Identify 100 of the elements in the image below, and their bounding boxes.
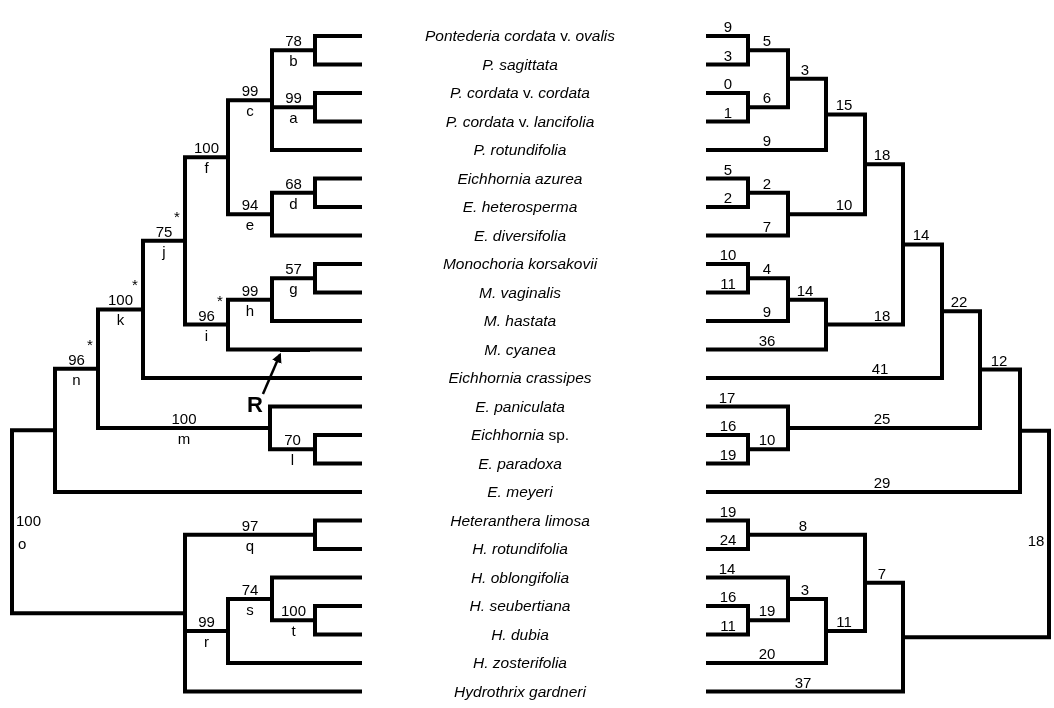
branch-length: 19: [758, 603, 776, 619]
branch-length: 10: [835, 197, 853, 213]
support-value: 78: [285, 33, 302, 49]
branch-length: 24: [719, 532, 737, 547]
clade-letter: n: [72, 371, 81, 387]
branch-length: 25: [873, 410, 891, 426]
taxon-name: Eichhornia azurea: [457, 170, 583, 185]
clade-letter: m: [177, 430, 191, 446]
taxon-name: M. cyanea: [484, 341, 556, 356]
support-value: 99: [285, 90, 302, 106]
branch-length: 18: [1027, 532, 1045, 548]
branch-length: 18: [873, 307, 891, 323]
taxon-name: P. cordata v. lancifolia: [445, 113, 595, 128]
branch-length: 10: [719, 247, 737, 262]
clade-letter: r: [204, 633, 209, 649]
branch-length: 7: [762, 218, 772, 234]
branch-length: 18: [873, 147, 891, 163]
taxon-name: H. rotundifolia: [472, 540, 568, 556]
taxon-name: E. paradoxa: [478, 455, 562, 470]
branch-length: 4: [762, 261, 772, 277]
support-value: 96: [198, 307, 215, 323]
branch-length: 6: [762, 90, 772, 106]
support-value: 70: [284, 432, 301, 448]
taxon-name: Eichhornia crassipes: [448, 369, 592, 385]
branch-length: 37: [794, 674, 812, 690]
branch-length: 3: [723, 47, 733, 63]
branch-length: 20: [758, 646, 776, 661]
clade-letter: s: [246, 601, 254, 617]
branch-length: 11: [836, 613, 852, 629]
taxon-name: M. hastata: [483, 312, 557, 328]
taxon-name: Eichhornia sp.: [470, 426, 570, 442]
taxon-name: P. cordata v. cordata: [450, 84, 590, 100]
branch-length: 10: [758, 432, 776, 448]
asterisk: *: [174, 208, 180, 224]
branch-length: 14: [718, 560, 736, 576]
support-value: 57: [285, 261, 302, 277]
support-value: 68: [285, 175, 302, 191]
taxon-name: E. meyeri: [487, 483, 553, 499]
taxon-name: H. dubia: [491, 626, 549, 641]
taxon-name: P. rotundifolia: [473, 141, 567, 157]
branch-length: 16: [719, 418, 737, 433]
branch-length: 9: [762, 133, 772, 148]
taxon-name: H. oblongifolia: [470, 569, 570, 584]
clade-letter: q: [245, 537, 255, 553]
branch-length: 17: [718, 389, 736, 405]
branch-length: 22: [950, 294, 968, 310]
clade-letter: o: [18, 535, 27, 551]
clade-letter: b: [289, 53, 298, 69]
asterisk: *: [217, 292, 223, 308]
branch-length: 2: [762, 175, 772, 191]
taxon-name: H. seubertiana: [469, 597, 571, 613]
marker-letter: R: [247, 394, 263, 416]
branch-length: 19: [719, 503, 737, 519]
support-value: 94: [241, 197, 259, 213]
branch-length: 29: [873, 475, 891, 490]
clade-letter: a: [289, 110, 298, 126]
branch-length: 9: [762, 304, 772, 319]
taxon-name: Pontederia cordata v. ovalis: [424, 27, 616, 43]
support-value: 99: [241, 83, 259, 99]
support-value: 100: [194, 140, 219, 156]
taxon-name: E. diversifolia: [473, 227, 567, 242]
clade-letter: d: [289, 195, 298, 211]
branch-length: 0: [723, 76, 733, 91]
taxon-name: Hydrothrix gardneri: [454, 683, 586, 698]
branch-length: 1: [723, 104, 733, 120]
branch-length: 14: [796, 282, 814, 298]
branch-length: 11: [720, 275, 736, 291]
support-value: 100: [16, 512, 42, 528]
branch-length: 7: [877, 565, 887, 581]
clade-letter: c: [246, 103, 254, 119]
taxon-name: E. paniculata: [475, 398, 565, 413]
branch-length: 41: [871, 361, 889, 376]
clade-letter: g: [289, 281, 298, 297]
support-value: 74: [241, 581, 259, 597]
taxon-name: E. heterosperma: [462, 198, 578, 214]
branch-length: 3: [800, 61, 810, 77]
clade-letter: j: [162, 243, 166, 259]
branch-length: 14: [912, 227, 930, 243]
clade-letter: f: [204, 160, 209, 176]
clade-letter: h: [245, 302, 255, 318]
branch-length: 9: [723, 19, 733, 34]
taxon-name: Monochoria korsakovii: [442, 255, 598, 271]
clade-letter: i: [204, 327, 209, 343]
support-value: 99: [198, 613, 215, 629]
branch-length: 8: [798, 517, 808, 533]
branch-length: 12: [990, 352, 1008, 368]
support-value: 97: [241, 517, 259, 533]
branch-length: 11: [720, 617, 736, 633]
branch-length: 5: [762, 33, 772, 49]
branch-length: 2: [723, 190, 733, 205]
clade-letter: l: [290, 452, 295, 468]
branch-length: 19: [719, 446, 737, 462]
support-value: 100: [171, 410, 197, 426]
taxon-name: P. sagittata: [482, 56, 558, 71]
support-value: 100: [108, 292, 133, 308]
asterisk: *: [87, 336, 93, 352]
arrow: [261, 352, 282, 395]
support-value: 75: [155, 223, 173, 239]
clade-letter: t: [291, 623, 296, 639]
support-value: 99: [241, 282, 259, 298]
